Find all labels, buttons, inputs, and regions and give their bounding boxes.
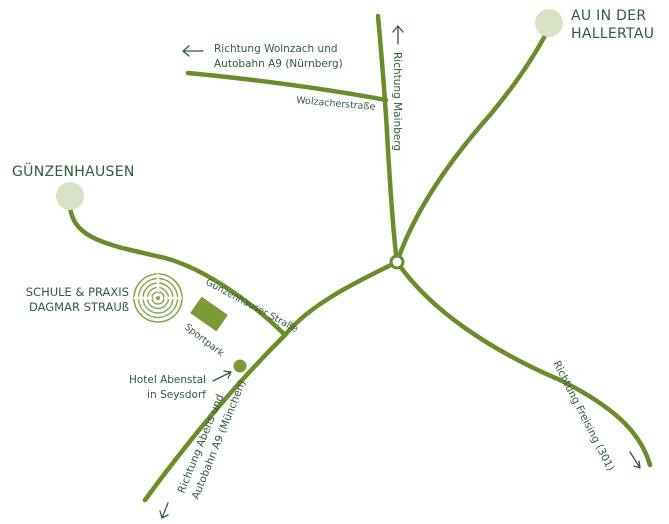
school-label-line2: DAGMAR STRAUß (29, 300, 129, 314)
road-au (394, 27, 551, 265)
au-label-line2: HALLERTAU (571, 26, 654, 42)
arrow-down-left-icon (159, 502, 169, 519)
sportpark-area[interactable] (190, 296, 228, 332)
arrow-down-right-icon (629, 451, 641, 469)
arrow-left-icon (182, 45, 204, 57)
hotel-label-line2: in Seysdorf (147, 389, 206, 401)
road-mainberg (375, 13, 400, 265)
wolnzach-direction-line2: Autobahn A9 (Nürnberg) (214, 58, 343, 70)
freising-direction: Richtung Freising (301) (550, 359, 616, 473)
arrow-up-icon (392, 25, 404, 45)
au-marker[interactable] (535, 9, 563, 37)
road-guenzenhauser-strasse (67, 197, 288, 338)
au-label-line1: AU IN DER (571, 8, 646, 24)
sportpark-label: Sportpark (182, 322, 226, 360)
mainberg-direction: Richtung Mainberg (391, 52, 403, 151)
arrow-right-icon (212, 370, 232, 382)
guenzenhausen-label: GÜNZENHAUSEN (12, 162, 135, 180)
wolnzach-direction-line1: Richtung Wolnzach und (214, 43, 338, 55)
hotel-marker[interactable] (233, 359, 247, 373)
school-label-line1: SCHULE & PRAXIS (26, 285, 129, 299)
road-main-southwest (142, 259, 400, 503)
hotel-label-line1: Hotel Abenstal (129, 374, 206, 386)
labyrinth-icon[interactable] (133, 273, 183, 323)
junction-marker (389, 254, 405, 270)
road-wolzacherstrasse (185, 70, 389, 103)
road-freising (394, 259, 653, 468)
guenzenhausen-marker[interactable] (56, 182, 84, 210)
